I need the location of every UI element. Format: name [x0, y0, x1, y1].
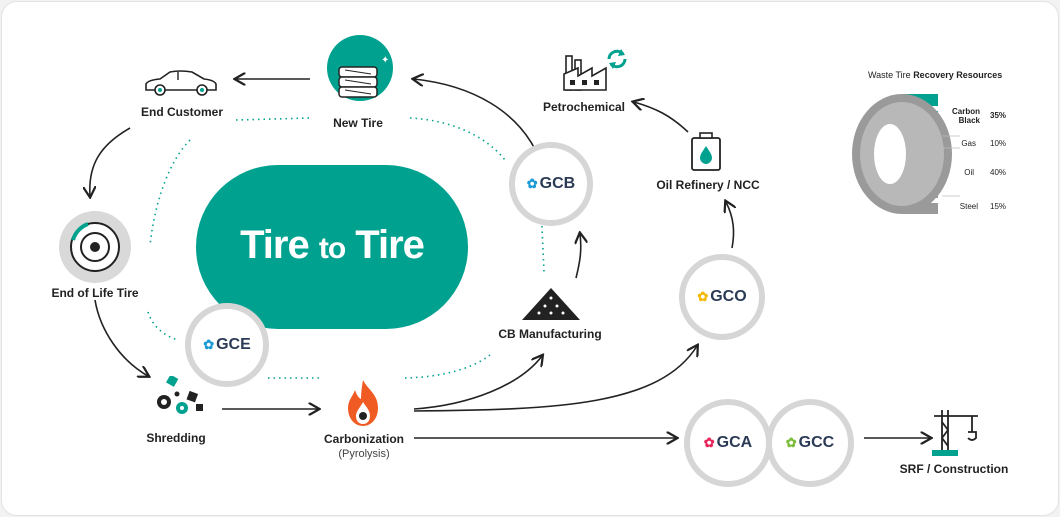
- tire-resources-chart: [852, 94, 960, 214]
- gcb-logo-mark-icon: ✿: [526, 176, 538, 191]
- arrow-customer-to-eol: [90, 127, 131, 196]
- badge-gce-label: GCE: [216, 336, 251, 353]
- legend-pct-gas: 10%: [990, 139, 1007, 148]
- node-cb-manufacturing: CB Manufacturing: [498, 327, 602, 341]
- arrow-carb-to-gco: [413, 346, 697, 412]
- legend-title-bold: Recovery Resources: [913, 70, 1003, 80]
- badge-gcc-label: GCC: [798, 434, 835, 451]
- arrow-carb-to-cb: [413, 356, 542, 410]
- title-right: Tire: [355, 223, 425, 267]
- badge-gca: ✿GCA: [684, 399, 772, 487]
- badge-gcc: ✿GCC: [766, 399, 854, 487]
- node-shredding: Shredding: [146, 431, 206, 445]
- recycle-icon: [607, 49, 627, 69]
- arrow-cb-to-gcb: [576, 234, 581, 279]
- node-petrochemical: Petrochemical: [542, 100, 626, 114]
- arrow-refinery-to-petro: [634, 102, 689, 133]
- gca-logo-mark-icon: ✿: [703, 435, 715, 450]
- legend-name-steel: Steel: [959, 202, 978, 211]
- arrow-gcb-to-newtire: [414, 79, 541, 161]
- legend-pct-oil: 40%: [990, 168, 1007, 177]
- shredder-icon: [157, 376, 203, 414]
- car-icon: [145, 70, 217, 96]
- legend-name-oil: Oil: [964, 168, 974, 177]
- node-carbonization: Carbonization: [324, 432, 404, 446]
- node-end-customer: End Customer: [140, 105, 224, 119]
- legend-pct-carbon-black: 35%: [990, 111, 1007, 120]
- worn-tire-icon: [59, 211, 131, 283]
- svg-text:✦: ✦: [381, 55, 389, 66]
- badge-gco: ✿GCO: [679, 254, 765, 340]
- arrow-eol-to-shredding: [94, 299, 148, 376]
- node-new-tire: New Tire: [333, 116, 383, 130]
- node-oil-refinery: Oil Refinery / NCC: [656, 178, 760, 192]
- node-carbonization-sub: (Pyrolysis): [338, 448, 390, 460]
- node-srf-construction: SRF / Construction: [899, 462, 1009, 476]
- flame-icon: [348, 380, 378, 426]
- legend-pct-steel: 15%: [990, 202, 1007, 211]
- crane-icon: [932, 410, 978, 456]
- legend-title: Waste Tire Recovery Resources: [868, 70, 1002, 80]
- coal-pile-icon: [522, 288, 580, 320]
- title-mid: to: [318, 232, 346, 265]
- badge-gca-label: GCA: [716, 434, 753, 451]
- factory-icon: [563, 55, 607, 91]
- badge-gco-label: GCO: [710, 288, 747, 305]
- badge-gcb-label: GCB: [539, 175, 576, 192]
- badge-gce: ✿GCE: [185, 303, 269, 387]
- title-left: Tire: [240, 223, 310, 267]
- node-end-of-life-tire: End of Life Tire: [51, 286, 139, 300]
- legend-name-gas: Gas: [961, 139, 976, 148]
- tire-stack-icon: ✦: [327, 35, 393, 101]
- inner-dotted-loop: [147, 117, 545, 379]
- center-title: Tire to Tire: [196, 223, 468, 268]
- gce-logo-mark-icon: ✿: [203, 337, 215, 352]
- arrow-gco-to-refinery: [726, 202, 734, 249]
- gco-logo-mark-icon: ✿: [697, 289, 709, 304]
- oil-can-icon: [691, 132, 721, 171]
- gcc-logo-mark-icon: ✿: [785, 435, 797, 450]
- legend-title-plain: Waste Tire: [868, 70, 914, 80]
- badge-gcb: ✿GCB: [509, 142, 593, 226]
- legend-name-carbon-black: Carbon Black: [952, 107, 980, 125]
- tire-to-tire-pill: Tire to Tire: [196, 165, 468, 329]
